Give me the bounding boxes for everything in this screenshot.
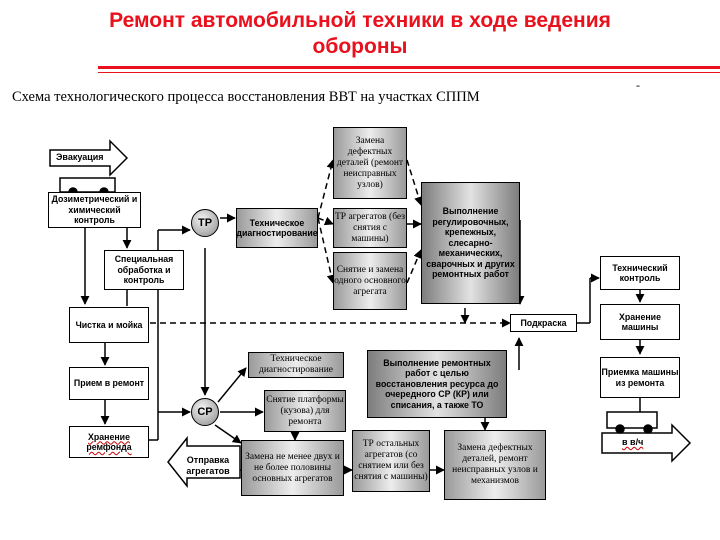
repair-works-sr-box: Выполнение ремонтных работ с целью восст… [367,350,507,418]
store-machines-box: Хранение машины [600,304,680,340]
tech-control-box: Технический контроль [600,256,680,290]
replace-parts-box: Замена дефектных деталей (ремонт неиспра… [333,127,407,199]
send-units-label: Отправка агрегатов [186,455,230,476]
corner-mark: - [636,78,640,92]
tr-other-box: ТР остальных агрегатов (со снятием или б… [352,430,430,492]
evacuation-label: Эвакуация [56,152,104,162]
title-rule-thin [98,72,720,73]
accept-machines-box: Приемка машины из ремонта [600,357,680,398]
slide-title: Ремонт автомобильной техники в ходе веде… [109,9,611,58]
adjust-works-box: Выполнение регулировочных, крепежных, сл… [421,182,520,304]
tr-circle: ТР [191,209,219,237]
storage-fund-label: Хранение ремфонда [86,431,132,453]
sr-circle: СР [191,398,219,426]
tech-diag-sr-box: Техническое диагностирование [248,352,344,378]
title-rule-thick [98,66,720,69]
tr-units-box: ТР агрегатов (без снятия с машины) [333,208,407,248]
scheme-subtitle: Схема технологического процесса восстано… [12,89,480,105]
remove-platform-box: Снятие платформы (кузова) для ремонта [264,390,346,432]
replace-parts-sr-box: Замена дефектных деталей, ремонт неиспра… [444,430,546,500]
receipt-box: Прием в ремонт [69,367,149,400]
replace-half-box: Замена не менее двух и не более половины… [241,440,344,496]
to-unit-label: в в/ч [622,437,644,447]
tech-diag-tr-box: Техническое диагностирование [236,208,318,248]
remove-unit-box: Снятие и замена одного основного агрегат… [333,252,407,310]
dosimetric-control-box: Дозиметрический и химический контроль [48,192,141,228]
painting-box: Подкраска [510,314,577,332]
cleaning-box: Чистка и мойка [69,307,149,343]
special-treatment-box: Специальная обработка и контроль [104,250,184,290]
storage-fund-box: Хранение ремфонда [69,426,149,458]
